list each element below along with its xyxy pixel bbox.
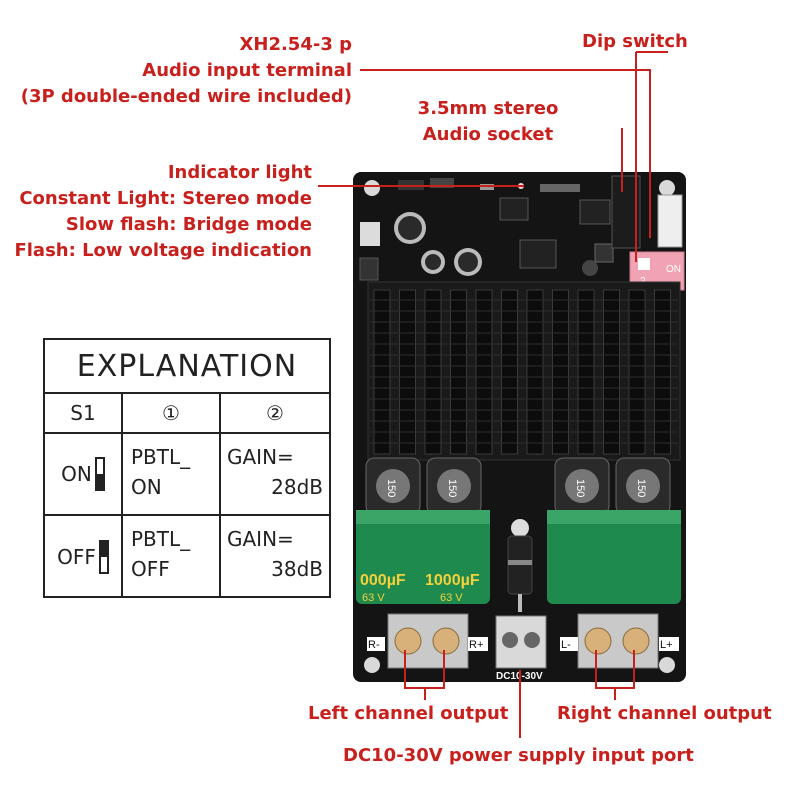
explanation-table: EXPLANATION S1 ① ② ON PBTL_ ON GAIN= 28d…: [43, 338, 331, 598]
power-terminal-block: [495, 615, 547, 669]
power-input-label: DC10-30V power supply input port: [343, 745, 694, 766]
mount-hole: [659, 657, 675, 673]
state-on-text: ON: [61, 462, 92, 486]
switch-state-on: ON: [45, 434, 123, 514]
dip-switch-label: Dip switch: [582, 31, 688, 52]
audio-socket-line1: 3.5mm stereo: [417, 98, 559, 119]
capacitor-right: 1000µF 63 V: [425, 510, 681, 604]
inductor: [365, 457, 421, 515]
gain-off-line1: GAIN=: [227, 527, 294, 551]
gain-on-line2: 28dB: [271, 475, 323, 499]
mount-hole: [659, 180, 675, 196]
mode-off-line2: OFF: [131, 557, 170, 581]
dip-on-label: ON: [666, 264, 681, 275]
header-circled-2: ②: [266, 401, 284, 425]
heatsink-fin: [654, 289, 671, 455]
cap-left-volt: 63 V: [362, 592, 385, 604]
gain-off-line2: 38dB: [271, 557, 323, 581]
mode-off: PBTL_ OFF: [123, 516, 221, 598]
top-components: [359, 178, 614, 281]
heatsink-fin: [603, 289, 620, 455]
xh-terminal-line3: (3P double-ended wire included): [20, 86, 352, 107]
heatsink-fin: [552, 289, 569, 455]
callout-lines: [318, 51, 668, 738]
heatsink-fin: [526, 289, 544, 455]
heatsink-fin: [424, 289, 442, 455]
inductor-label: 150: [635, 479, 647, 497]
right-output-label: Right channel output: [557, 703, 772, 724]
audio-socket-label: 3.5mm stereo Audio socket: [408, 96, 568, 148]
cap-left-value: 000µF: [360, 572, 406, 589]
cap-right-volt: 63 V: [440, 592, 463, 604]
heatsink-fin: [628, 289, 646, 455]
heatsink-fin: [501, 289, 518, 455]
indicator-line2: Constant Light: Stereo mode: [19, 188, 312, 209]
mount-hole: [364, 180, 380, 196]
xh-terminal-line2: Audio input terminal: [142, 60, 352, 81]
audio-socket-line2: Audio socket: [422, 124, 554, 145]
toggle-off-icon: [98, 540, 109, 574]
inductor-label: 150: [574, 479, 586, 497]
gain-on-line1: GAIN=: [227, 445, 294, 469]
indicator-line3: Slow flash: Bridge mode: [65, 214, 312, 235]
mode-on-line2: ON: [131, 475, 162, 499]
xh-terminal-line1: XH2.54-3 p: [239, 34, 353, 55]
mode-on-line1: PBTL_: [131, 445, 191, 469]
capacitor-left: 000µF 63 V: [356, 510, 490, 604]
terminal-l-plus: L+: [660, 639, 673, 651]
explanation-header-row: S1 ① ②: [45, 394, 329, 434]
inductor: [615, 457, 671, 515]
xh-terminal: [657, 194, 683, 248]
gain-on: GAIN= 28dB: [221, 434, 329, 514]
indicator-line4: Flash: Low voltage indication: [14, 240, 312, 261]
inductor: [554, 457, 610, 515]
mount-hole: [364, 657, 380, 673]
terminal-r-plus: R+: [469, 639, 483, 651]
switch-state-off: OFF: [45, 516, 123, 598]
diode: [507, 519, 533, 612]
left-output-label: Left channel output: [308, 703, 509, 724]
header-s1: S1: [45, 394, 123, 432]
inductor-label: 150: [446, 479, 458, 497]
state-off-text: OFF: [57, 545, 96, 569]
indicator-line1: Indicator light: [167, 162, 312, 183]
heatsink-fin: [373, 289, 391, 455]
cap-right-value: 1000µF: [425, 572, 480, 589]
toggle-on-icon: [94, 457, 105, 491]
left-terminal-block: [387, 613, 469, 669]
terminal-l-minus: L-: [561, 639, 571, 651]
heatsink: [367, 281, 681, 461]
explanation-row-on: ON PBTL_ ON GAIN= 28dB: [45, 434, 329, 516]
xh-terminal-label: XH2.54-3 p Audio input terminal (3P doub…: [21, 32, 352, 110]
heatsink-fin: [577, 289, 595, 455]
terminal-r-minus: R-: [368, 639, 380, 651]
mode-on: PBTL_ ON: [123, 434, 221, 514]
inductor-label: 150: [385, 479, 397, 497]
heatsink-fin: [450, 289, 467, 455]
heatsink-fin: [399, 289, 416, 455]
indicator-label: Indicator light Constant Light: Stereo m…: [14, 160, 312, 264]
explanation-title: EXPLANATION: [45, 340, 329, 394]
right-terminal-block: [577, 613, 659, 669]
heatsink-fin: [475, 289, 493, 455]
gain-off: GAIN= 38dB: [221, 516, 329, 598]
mode-off-line1: PBTL_: [131, 527, 191, 551]
heatsink-fins: [370, 289, 678, 455]
explanation-row-off: OFF PBTL_ OFF GAIN= 38dB: [45, 516, 329, 598]
header-circled-1: ①: [123, 394, 221, 432]
